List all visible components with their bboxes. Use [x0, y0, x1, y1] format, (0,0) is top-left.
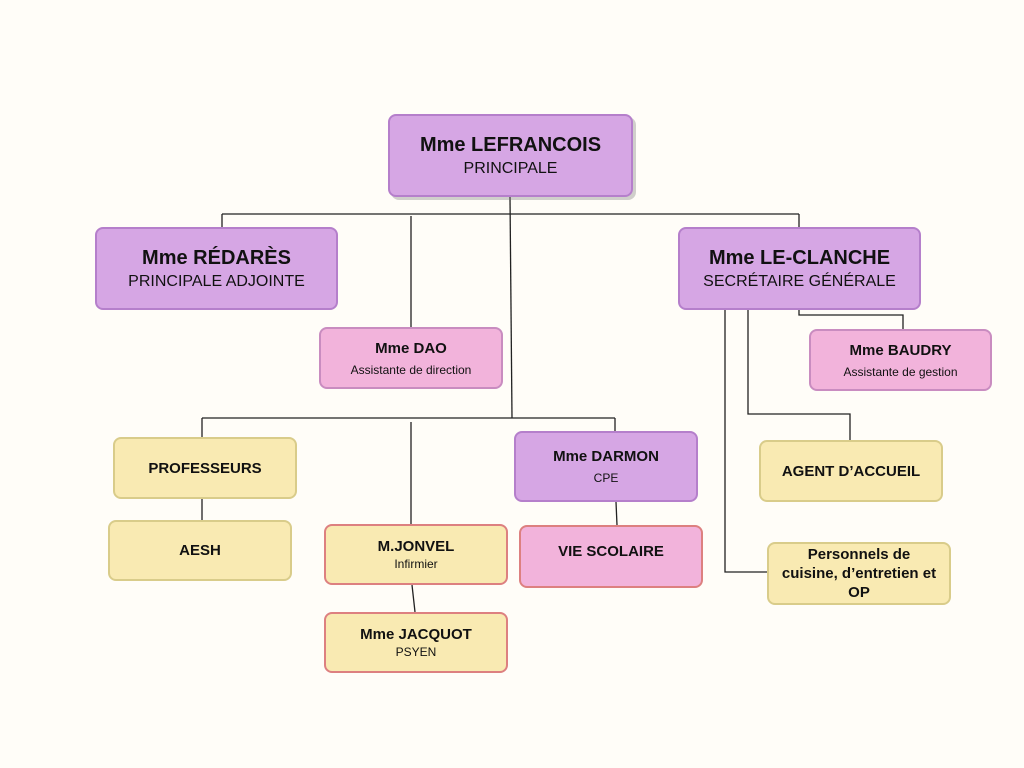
node-jonvel-name: M.JONVEL: [377, 538, 455, 555]
connector-to-agent: [747, 308, 851, 440]
node-secretaire-name: Mme LE-CLANCHE: [708, 246, 891, 269]
node-adjointe: Mme RÉDARÈS PRINCIPALE ADJOINTE: [95, 227, 338, 310]
node-adjointe-role: PRINCIPALE ADJOINTE: [128, 272, 305, 290]
node-jacquot-name: Mme JACQUOT: [360, 626, 472, 643]
connector-jonvel-jacquot: [411, 584, 416, 613]
node-aesh: AESH: [108, 520, 292, 581]
node-baudry: Mme BAUDRY Assistante de gestion: [809, 329, 992, 391]
node-principale-name: Mme LEFRANCOIS: [419, 133, 602, 156]
node-baudry-role: Assistante de gestion: [843, 364, 958, 379]
connector-darmon-vie: [615, 501, 618, 526]
node-darmon-role: CPE: [593, 471, 619, 485]
node-jonvel-role: Infirmier: [394, 557, 438, 571]
node-darmon: Mme DARMON CPE: [514, 431, 698, 502]
node-jacquot-role: PSYEN: [395, 645, 437, 659]
node-agent-accueil: AGENT D’ACCUEIL: [759, 440, 943, 502]
node-jacquot: Mme JACQUOT PSYEN: [324, 612, 508, 673]
node-professeurs: PROFESSEURS: [113, 437, 297, 499]
node-baudry-name: Mme BAUDRY: [849, 341, 952, 359]
node-darmon-name: Mme DARMON: [553, 448, 659, 465]
node-dao-role: Assistante de direction: [350, 362, 472, 377]
connector-principale-trunk: [509, 196, 513, 419]
node-personnels: Personnels de cuisine, d’entretien et OP: [767, 542, 951, 605]
connector-to-baudry: [798, 310, 904, 329]
node-principale: Mme LEFRANCOIS PRINCIPALE: [388, 114, 633, 197]
node-vie-scolaire-name: VIE SCOLAIRE: [558, 543, 664, 560]
node-secretaire: Mme LE-CLANCHE SECRÉTAIRE GÉNÉRALE: [678, 227, 921, 310]
node-aesh-name: AESH: [179, 542, 221, 559]
node-personnels-name: Personnels de cuisine, d’entretien et OP: [781, 546, 937, 601]
node-principale-role: PRINCIPALE: [463, 159, 558, 177]
node-professeurs-name: PROFESSEURS: [148, 459, 262, 477]
node-jonvel: M.JONVEL Infirmier: [324, 524, 508, 585]
node-vie-scolaire: VIE SCOLAIRE: [519, 525, 703, 588]
connector-to-personnels: [724, 308, 768, 573]
node-dao: Mme DAO Assistante de direction: [319, 327, 503, 389]
node-adjointe-name: Mme RÉDARÈS: [142, 246, 291, 269]
node-secretaire-role: SECRÉTAIRE GÉNÉRALE: [703, 272, 896, 290]
node-dao-name: Mme DAO: [375, 339, 447, 357]
node-agent-accueil-name: AGENT D’ACCUEIL: [781, 462, 921, 480]
